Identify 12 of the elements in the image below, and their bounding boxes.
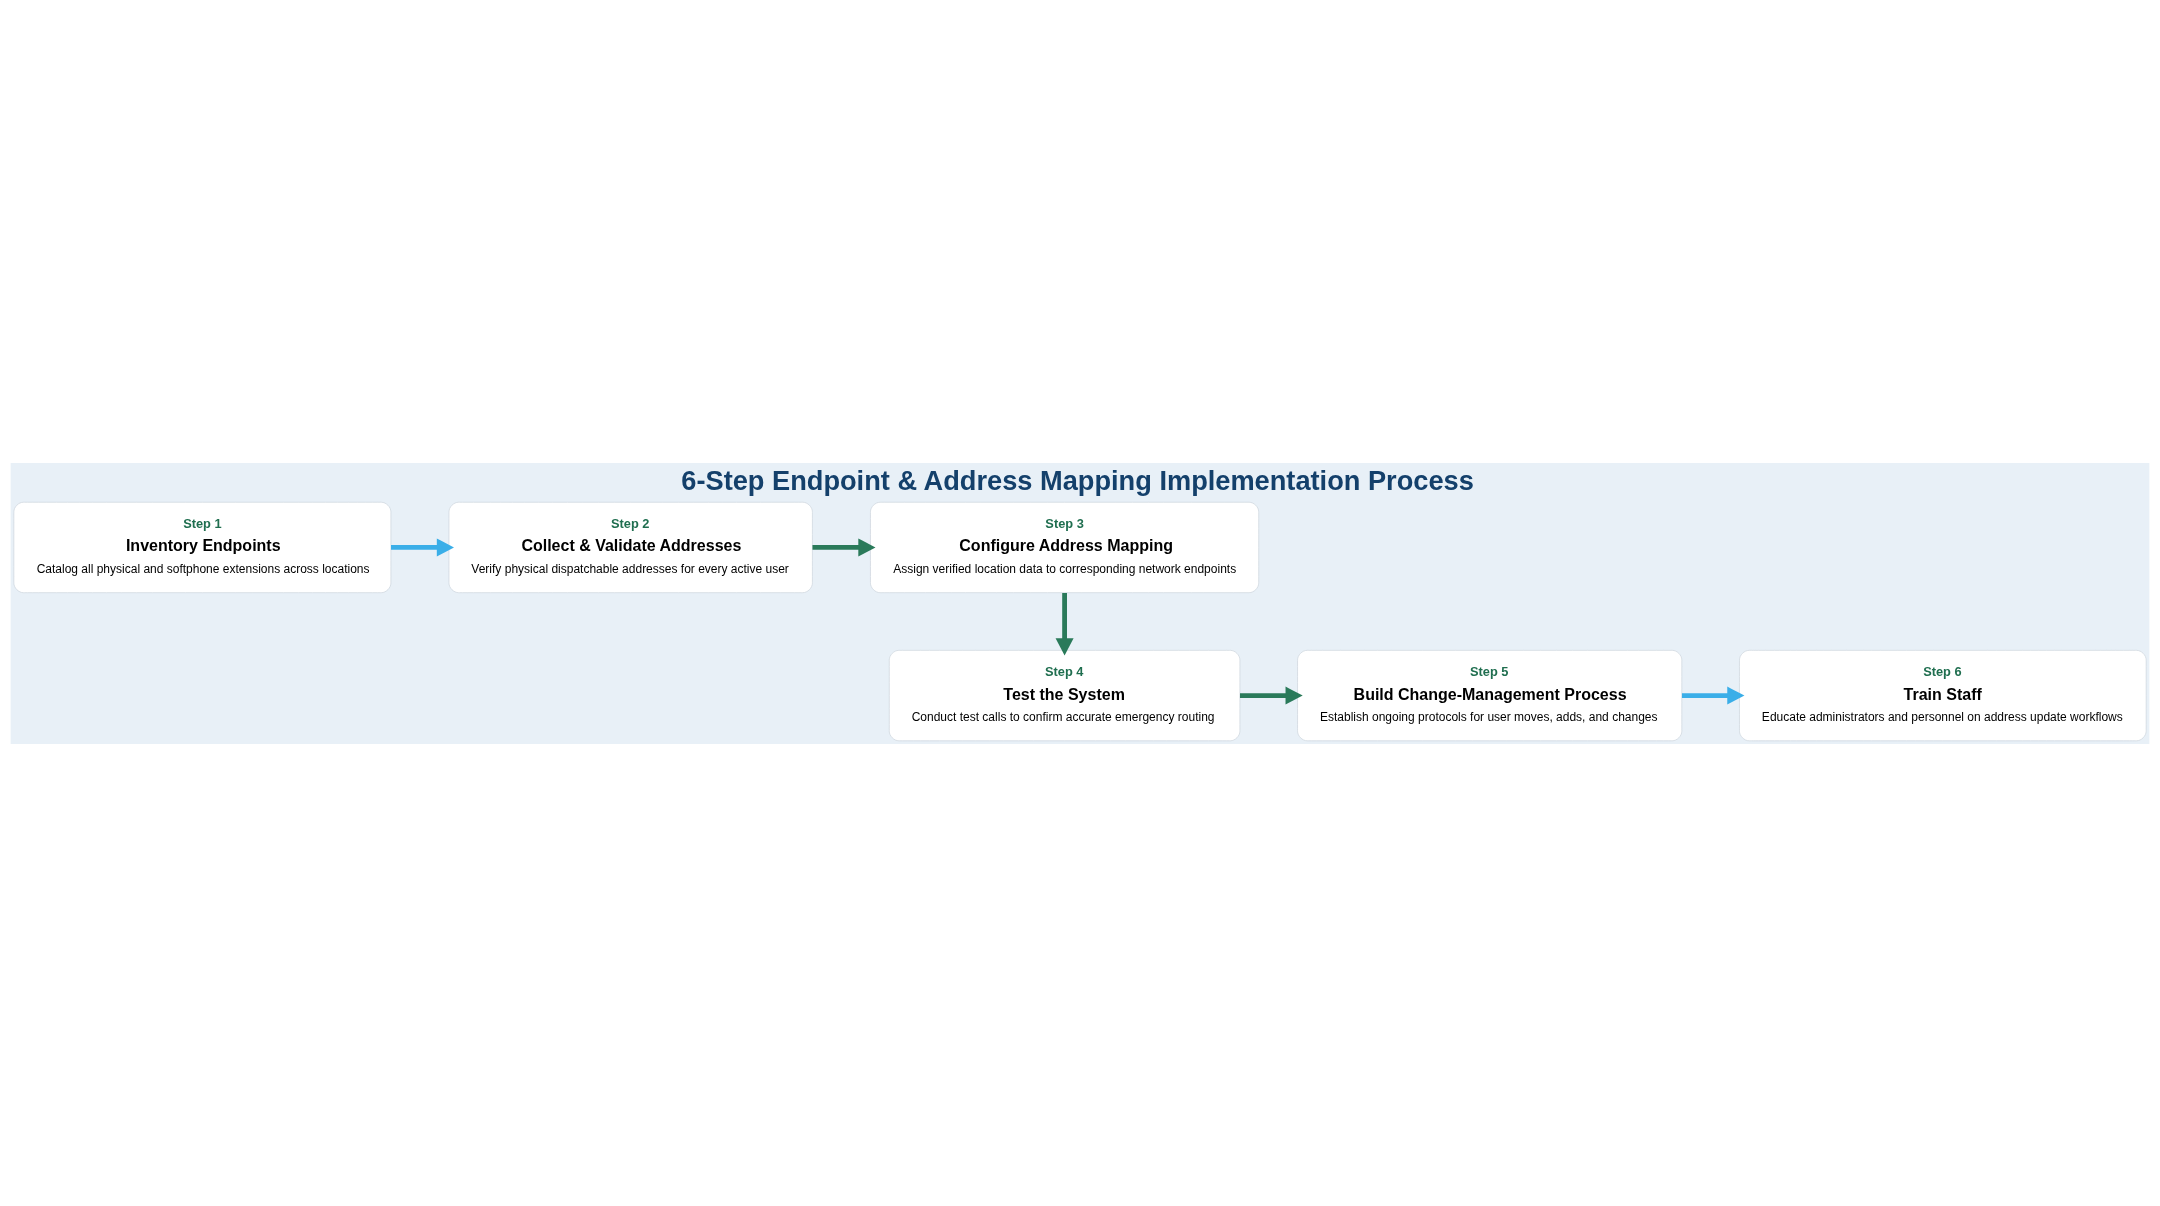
node-box: Step 4 Test the System Conduct test calls to confirm accurate emergency routing: [888, 649, 1241, 741]
arrow: [391, 537, 454, 556]
arrow: [812, 537, 876, 556]
node-box: Step 5 Build Change-Management Process Establish ongoing protocols for user moves, adds, and changes: [1297, 649, 1683, 741]
node-box: Step 2 Collect & Validate Addresses Verify physical dispatchable addresses for every active user: [448, 501, 813, 593]
node-box: Step 6 Train Staff Educate administrators and personnel on address update workflows: [1739, 649, 2147, 741]
node-box: Step 3 Configure Address Mapping Assign verified location data to corresponding network endpoints: [870, 501, 1260, 593]
arrow: [1055, 592, 1074, 655]
arrow: [1240, 686, 1303, 705]
node-box: Step 1 Inventory Endpoints Catalog all physical and softphone extensions across locations: [13, 501, 392, 593]
arrow: [1681, 686, 1745, 705]
diagram-title: 6-Step Endpoint & Address Mapping Implementation Process: [681, 464, 1474, 496]
